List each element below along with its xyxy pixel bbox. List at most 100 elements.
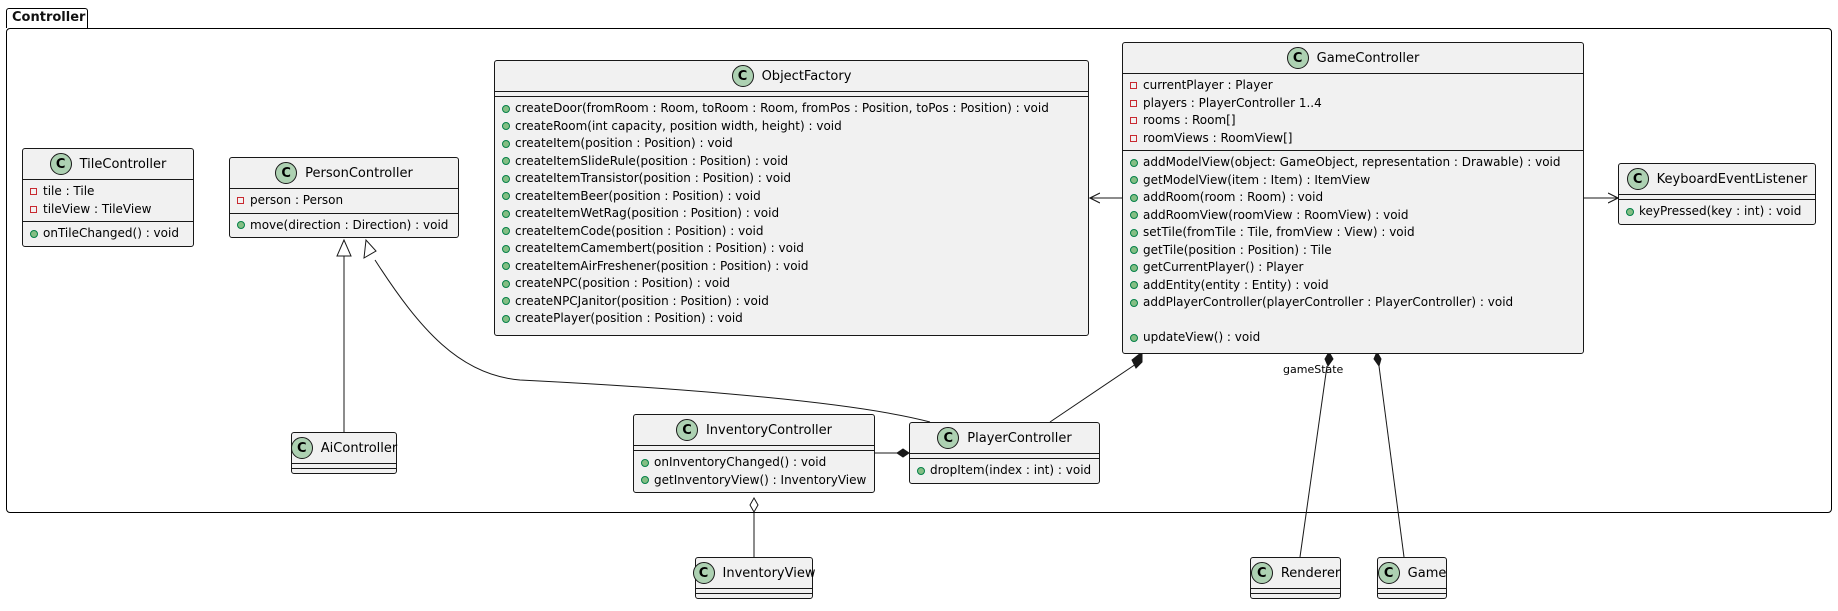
method-spacer	[1123, 312, 1583, 330]
public-icon	[502, 174, 510, 183]
methods-section: dropItem(index : int) : void	[910, 458, 1099, 483]
edge-label-gamestate: gameState	[1283, 363, 1344, 376]
attribute: roomViews : RoomView[]	[1143, 130, 1293, 145]
class-playercontroller[interactable]: C PlayerController dropItem(index : int) …	[909, 422, 1100, 484]
private-icon	[1130, 134, 1137, 142]
attribute: players : PlayerController 1..4	[1143, 95, 1322, 110]
class-icon: C	[1626, 168, 1649, 190]
method: createItemSlideRule(position : Position)…	[515, 153, 789, 168]
class-objectfactory[interactable]: C ObjectFactory createDoor(fromRoom : Roo…	[494, 60, 1089, 336]
method: addModelView(object: GameObject, represe…	[1143, 155, 1561, 169]
private-icon	[1130, 117, 1137, 125]
method: createItemTransistor(position : Position…	[515, 171, 792, 185]
class-icon: C	[1377, 562, 1400, 584]
class-icon: C	[731, 65, 754, 87]
attribute: tileView : TileView	[43, 201, 152, 216]
method: addRoom(room : Room) : void	[1143, 190, 1324, 204]
public-icon	[1130, 176, 1138, 185]
attributes-section: tile : Tile tileView : TileView	[23, 179, 193, 221]
private-icon	[237, 197, 244, 205]
class-name: InventoryController	[705, 422, 833, 438]
class-icon: C	[937, 427, 960, 449]
method: onTileChanged() : void	[43, 226, 179, 240]
methods-section: keyPressed(key : int) : void	[1619, 199, 1815, 224]
edge-gamecontroller-composes-playercontroller	[1049, 350, 1143, 423]
class-icon: C	[49, 153, 72, 175]
package-name: Controller	[12, 10, 86, 25]
class-name: AiController	[320, 440, 398, 456]
public-icon	[502, 297, 510, 306]
public-icon	[917, 466, 925, 475]
attributes-section	[910, 453, 1099, 458]
public-icon	[502, 192, 510, 201]
class-personcontroller[interactable]: C PersonController person : Person move(d…	[229, 157, 459, 238]
public-icon	[502, 157, 510, 166]
attributes-section	[1251, 588, 1340, 593]
class-inventoryview[interactable]: C InventoryView	[692, 557, 816, 599]
package-controller-frame	[6, 28, 1832, 513]
public-icon	[502, 279, 510, 288]
class-aicontroller[interactable]: C AiController	[290, 432, 398, 474]
public-icon	[1130, 246, 1138, 255]
class-tilecontroller[interactable]: C TileController tile : Tile tileView : T…	[22, 148, 194, 247]
method: addEntity(entity : Entity) : void	[1143, 277, 1329, 292]
class-name: TileController	[79, 156, 167, 172]
method: createItemAirFreshener(position : Positi…	[515, 258, 809, 273]
method: createItemBeer(position : Position) : vo…	[515, 188, 761, 203]
class-icon: C	[275, 162, 298, 184]
methods-section: createDoor(fromRoom : Room, toRoom : Roo…	[495, 96, 1088, 331]
public-icon	[502, 209, 510, 218]
class-name: PersonController	[305, 165, 413, 181]
attribute: tile : Tile	[43, 184, 95, 198]
methods-section: addModelView(object: GameObject, represe…	[1123, 150, 1583, 350]
method: getInventoryView() : InventoryView	[654, 472, 867, 487]
method: addPlayerController(playerController : P…	[1143, 295, 1514, 309]
class-icon: C	[290, 437, 313, 459]
edge-playercontroller-extends-personcontroller	[363, 238, 931, 423]
public-icon	[1130, 263, 1138, 272]
method: getModelView(item : Item) : ItemView	[1143, 172, 1371, 187]
edge-gamecontroller-composes-renderer	[1299, 350, 1334, 558]
public-icon	[502, 314, 510, 323]
method: dropItem(index : int) : void	[930, 463, 1092, 477]
edge-aicontroller-extends-personcontroller	[336, 238, 352, 451]
public-icon	[502, 244, 510, 253]
public-icon	[502, 122, 510, 131]
attributes-section	[495, 91, 1088, 96]
attributes-section	[292, 463, 396, 468]
method: createDoor(fromRoom : Room, toRoom : Roo…	[515, 101, 1049, 115]
class-name: KeyboardEventListener	[1656, 171, 1808, 187]
class-name: InventoryView	[722, 565, 816, 581]
private-icon	[1130, 99, 1137, 107]
public-icon	[237, 221, 245, 230]
method: createPlayer(position : Position) : void	[515, 311, 743, 325]
edge-gamecontroller-composes-game	[1373, 350, 1405, 558]
public-icon	[1626, 207, 1634, 216]
methods-section: move(direction : Direction) : void	[230, 212, 458, 238]
public-icon	[502, 262, 510, 271]
attribute: rooms : Room[]	[1143, 113, 1236, 127]
private-icon	[30, 188, 37, 196]
methods-section: onTileChanged() : void	[23, 221, 193, 246]
method: createNPCJanitor(position : Position) : …	[515, 293, 769, 308]
public-icon	[1130, 298, 1138, 307]
method: createItem(position : Position) : void	[515, 136, 733, 150]
public-icon	[641, 458, 649, 467]
edge-playercontroller-composes-inventorycontroller	[875, 448, 910, 458]
class-name: ObjectFactory	[761, 68, 852, 84]
methods-section	[1251, 593, 1340, 598]
attribute: currentPlayer : Player	[1143, 78, 1273, 92]
methods-section	[1378, 593, 1446, 598]
attribute: person : Person	[250, 193, 344, 207]
private-icon	[30, 205, 37, 213]
class-name: PlayerController	[967, 430, 1072, 446]
class-name: GameController	[1316, 50, 1420, 66]
class-icon: C	[692, 562, 715, 584]
class-keyboardeventlistener[interactable]: C KeyboardEventListener keyPressed(key : …	[1618, 163, 1816, 225]
public-icon	[1130, 228, 1138, 237]
